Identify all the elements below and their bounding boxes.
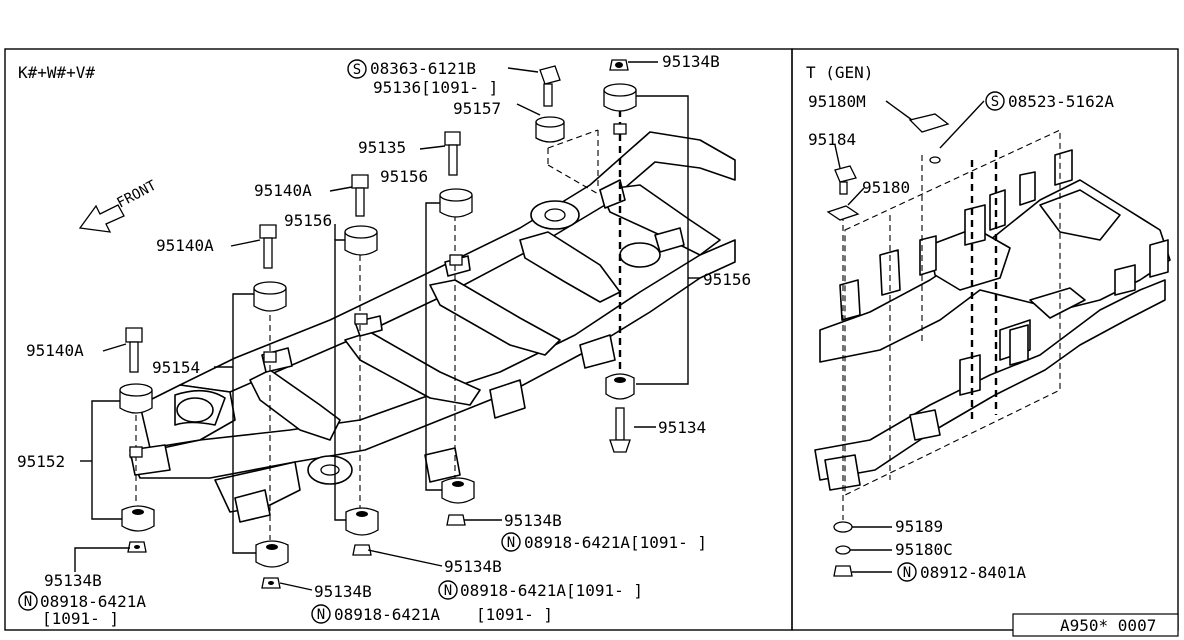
right-panel-border [791,48,1179,631]
part-95136: 95136[1091- ] [373,78,498,97]
prefix-n-5: N [903,565,911,581]
part-95134b-4: 95134B [44,571,102,590]
part-95140a-3: 95140A [26,341,84,360]
part-95134b-top: 95134B [662,52,720,71]
prefix-n-2: N [444,583,452,599]
part-95180m: 95180M [808,92,866,111]
part-95156-right: 95156 [703,270,751,289]
part-1091-3: [1091- ] [476,605,553,624]
part-95184: 95184 [808,130,856,149]
front-label: FRONT [114,177,159,211]
prefix-s-2: S [991,94,999,110]
prefix-n-1: N [507,535,515,551]
part-95152: 95152 [17,452,65,471]
part-95154: 95154 [152,358,200,377]
part-95135: 95135 [358,138,406,157]
gen-parts [826,113,950,577]
part-08918-6421a-3: 08918-6421A [334,605,440,624]
part-95156-b: 95156 [284,211,332,230]
part-95140a-2: 95140A [156,236,214,255]
diagram-code-box [1012,613,1179,637]
gen-frame-drawing [814,149,1171,491]
part-08912-8401a: 08912-8401A [920,563,1026,582]
prefix-s-1: S [353,62,361,78]
part-08918-6421a-4: 08918-6421A [40,592,146,611]
gen-alignment-lines [842,129,1061,520]
frame-drawing [129,131,736,523]
gen-variant-label: T (GEN) [806,63,873,82]
left-parts [78,59,637,589]
diagram-code: A950* 0007 [1060,616,1156,635]
part-08523-5162a: 08523-5162A [1008,92,1114,111]
part-95134b-1: 95134B [504,511,562,530]
left-leaders [74,61,700,591]
part-95180: 95180 [862,178,910,197]
part-95157: 95157 [453,99,501,118]
part-95156-a: 95156 [380,167,428,186]
gen-leaders [834,100,985,573]
part-1091-4: [1091- ] [42,609,119,628]
part-95189: 95189 [895,517,943,536]
prefix-n-3: N [317,607,325,623]
part-95134b-2: 95134B [444,557,502,576]
part-95134: 95134 [658,418,706,437]
part-08363-6121b: 08363-6121B [370,59,476,78]
part-08918-6421a-2: 08918-6421A[1091- ] [460,581,643,600]
prefix-markers: S S N N N N N [18,59,1005,624]
part-95134b-3: 95134B [314,582,372,601]
part-08918-6421a-1: 08918-6421A[1091- ] [524,533,707,552]
prefix-n-4: N [24,594,32,610]
variant-label: K#+W#+V# [18,63,95,82]
part-95180c: 95180C [895,540,953,559]
part-95140a-1: 95140A [254,181,312,200]
